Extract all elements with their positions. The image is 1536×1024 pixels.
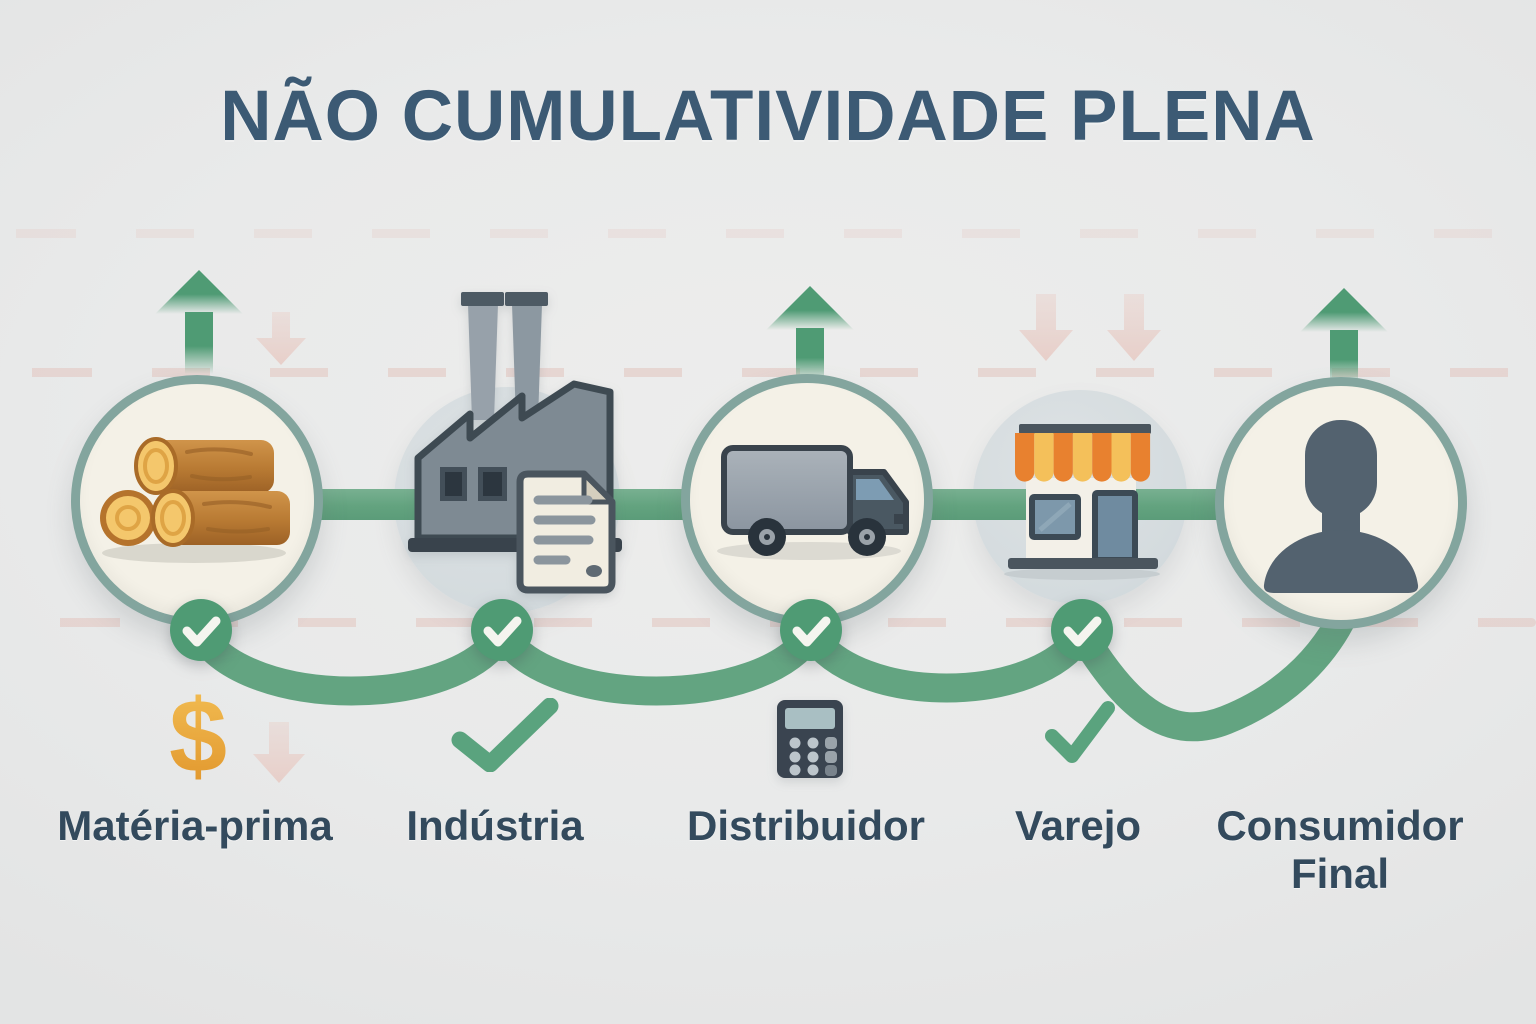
dashed-line — [0, 368, 1536, 377]
up-arrow-icon — [766, 286, 854, 382]
check-badge-icon — [780, 599, 842, 661]
document-icon — [516, 470, 616, 594]
stage-label-consumidor-final: Consumidor Final — [1216, 802, 1464, 897]
factory-icon — [408, 292, 622, 594]
person-icon — [1263, 420, 1419, 593]
dollar-symbol: $ — [169, 679, 227, 795]
calculator-icon — [777, 700, 843, 778]
up-arrow-icon — [1300, 288, 1388, 384]
check-badge-icon — [471, 599, 533, 661]
down-arrow-icon — [253, 722, 305, 783]
check-badge-icon — [170, 599, 232, 661]
up-arrow-icon — [155, 270, 243, 374]
stage-label-varejo: Varejo — [1014, 802, 1142, 849]
check-badge-icon — [1051, 599, 1113, 661]
down-arrow-icon — [256, 312, 306, 365]
stage-label-industria: Indústria — [406, 802, 584, 849]
dollar-icon: $ — [169, 679, 227, 795]
check-icon — [451, 698, 559, 772]
store-icon — [1004, 424, 1160, 580]
awning — [1015, 433, 1151, 482]
down-arrow-icon — [1019, 294, 1073, 361]
down-arrow-icon — [1107, 294, 1161, 361]
dashed-line — [0, 229, 1536, 238]
stage-label-distribuidor: Distribuidor — [687, 802, 925, 849]
check-icon — [1045, 701, 1115, 763]
logs-icon — [100, 437, 290, 563]
page-title: NÃO CUMULATIVIDADE PLENA — [220, 77, 1316, 156]
truck-icon — [717, 445, 909, 560]
stage-label-materia-prima: Matéria-prima — [57, 802, 333, 849]
